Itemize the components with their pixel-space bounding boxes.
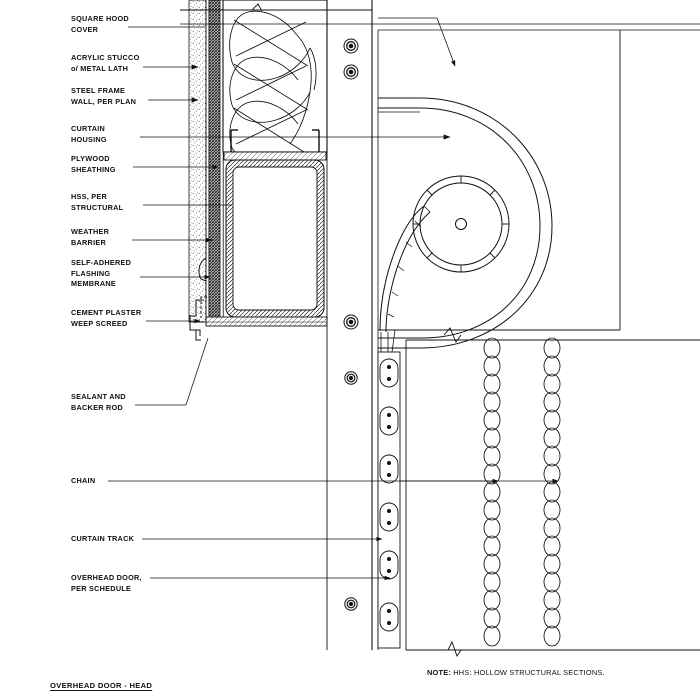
label-overhead-door: OVERHEAD DOOR, PER SCHEDULE xyxy=(71,573,142,593)
label-cement-plaster-weep-screed: CEMENT PLASTER WEEP SCREED xyxy=(71,308,142,328)
plywood-sheathing-layer xyxy=(208,0,221,323)
drawing-note: NOTE: HHS: HOLLOW STRUCTURAL SECTIONS. xyxy=(427,668,605,677)
label-plywood-sheathing: PLYWOOD SHEATHING xyxy=(71,154,116,174)
break-symbol-bottom xyxy=(447,640,462,657)
break-symbol-upper xyxy=(443,327,462,343)
label-hss-per-structural: HSS, PER STRUCTURAL xyxy=(71,192,124,212)
hss-tube xyxy=(225,159,325,318)
label-self-adhered-flashing: SELF-ADHERED FLASHING MEMBRANE xyxy=(71,258,132,288)
acrylic-stucco-layer xyxy=(188,0,207,323)
label-chain: CHAIN xyxy=(71,476,96,485)
chain-left xyxy=(483,337,501,647)
label-curtain-track: CURTAIN TRACK xyxy=(71,534,135,543)
housing-bottom-plate xyxy=(223,151,327,161)
curtain-track xyxy=(377,351,401,649)
label-acrylic-stucco: ACRYLIC STUCCO o/ METAL LATH xyxy=(71,53,140,73)
label-weather-barrier: WEATHER BARRIER xyxy=(71,227,110,247)
self-adhered-flashing-membrane xyxy=(198,257,207,282)
curtain-coil-drum xyxy=(378,97,553,353)
label-curtain-housing: CURTAIN HOUSING xyxy=(71,124,107,144)
chain-right xyxy=(543,337,561,647)
note-text: HHS: HOLLOW STRUCTURAL SECTIONS. xyxy=(451,668,605,677)
note-prefix: NOTE: xyxy=(427,668,451,677)
label-square-hood-cover: SQUARE HOOD COVER xyxy=(71,14,129,34)
bolt-symbols xyxy=(343,38,359,611)
folded-curtain-fabric xyxy=(229,3,317,162)
weep-pan xyxy=(205,316,328,327)
detail-title: OVERHEAD DOOR - HEAD xyxy=(50,681,153,690)
leader-lines xyxy=(108,17,559,581)
label-sealant-backer-rod: SEALANT AND BACKER ROD xyxy=(71,392,126,412)
label-steel-frame-wall: STEEL FRAME WALL, PER PLAN xyxy=(71,86,137,106)
